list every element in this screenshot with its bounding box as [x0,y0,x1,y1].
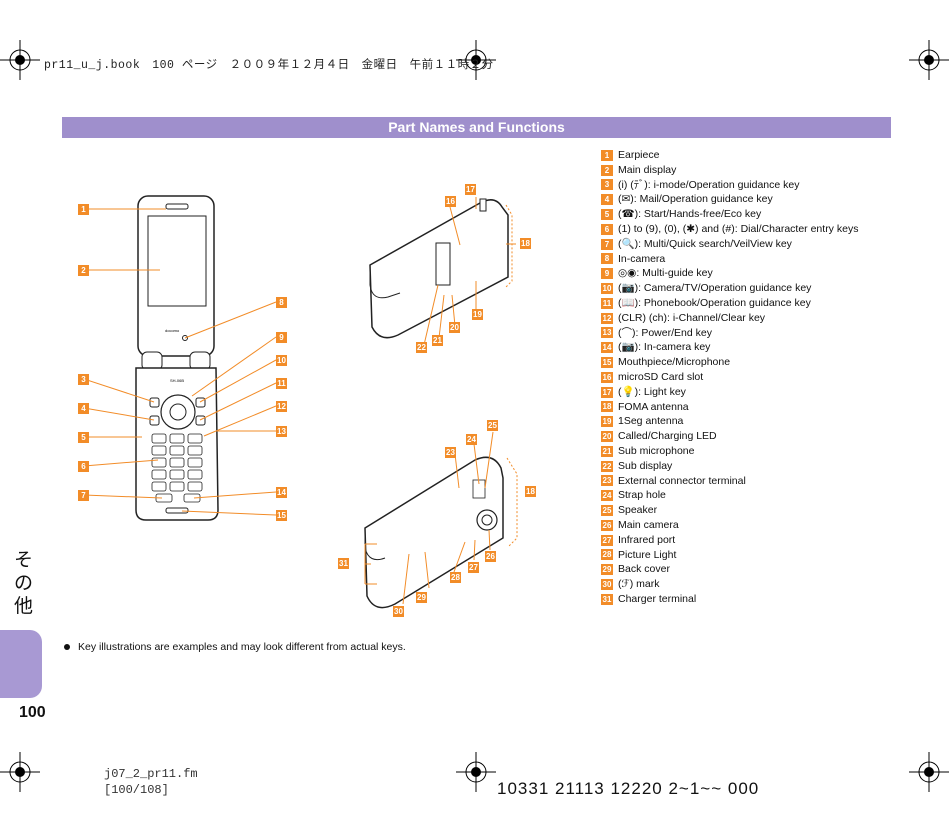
footer-code: 10331 21113 12220 2~1~~ 000 [497,779,760,798]
callout-12: 12 [276,401,287,412]
chapter-tab [0,630,42,698]
callout-10: 10 [276,355,287,366]
callout-19: 19 [472,309,483,320]
registration-mark-bottom-left [0,752,40,792]
callout-20: 20 [449,322,460,333]
closed-phone-back-illustration [364,431,518,609]
callout-25: 25 [487,420,498,431]
callout-30: 30 [393,606,404,617]
callout-24: 24 [466,434,477,445]
bullet-icon [64,644,70,650]
list-item: 3(i) (ﾃﾞ): i-mode/Operation guidance key [601,178,858,193]
callout-7: 7 [78,490,89,501]
chapter-label: そ の 他 [14,549,34,617]
list-item: 4(✉): Mail/Operation guidance key [601,192,858,207]
callout-23: 23 [445,447,456,458]
callout-6: 6 [78,461,89,472]
list-item: 12(CLR) (ch): i-Channel/Clear key [601,311,766,324]
list-item: 7(🔍): Multi/Quick search/VeilView key [601,237,858,252]
print-header: pr11_u_j.book 100 ページ ２００９年１２月４日 金曜日 午前１… [44,59,494,72]
callout-18-back: 18 [525,486,536,497]
callout-22: 22 [416,342,427,353]
section-title: Part Names and Functions [62,117,891,138]
callout-18-front: 18 [520,238,531,249]
callout-27: 27 [468,562,479,573]
registration-mark-top-right [909,40,949,80]
callout-8: 8 [276,297,287,308]
list-item: 13(⌒): Power/End key [601,326,712,339]
list-item: 5(☎): Start/Hands-free/Eco key [601,207,858,222]
closed-phone-front-illustration [369,197,516,346]
open-phone-illustration: docomo SH-06B [83,195,277,521]
callout-28: 28 [450,572,461,583]
registration-mark-top-left [0,40,40,80]
footer-file-info: j07_2_pr11.fm [100/108] [104,767,198,797]
list-item: 11(📖): Phonebook/Operation guidance key [601,296,811,309]
registration-mark-bottom-right [909,752,949,792]
registration-mark-top-center [456,40,496,80]
callout-26: 26 [485,551,496,562]
callout-11: 11 [276,378,287,389]
list-item: 14(📷): In-camera key [601,341,711,354]
callout-2: 2 [78,265,89,276]
callout-21: 21 [432,335,443,346]
callout-3: 3 [78,374,89,385]
callout-5: 5 [78,432,89,443]
callout-4: 4 [78,403,89,414]
list-item: 17(💡): Light key [601,385,686,398]
model-label: SH-06B [170,378,184,383]
list-item: 6(1) to (9), (0), (✱) and (#): Dial/Char… [601,222,858,237]
page-number: 100 [19,704,46,721]
list-item: 30(ℱ) mark [601,578,660,591]
callout-17: 17 [465,184,476,195]
registration-mark-bottom-center [456,752,496,792]
callout-16: 16 [445,196,456,207]
footnote: Key illustrations are examples and may l… [64,641,406,653]
brand-label: docomo [165,328,180,333]
callout-13: 13 [276,426,287,437]
callout-1: 1 [78,204,89,215]
callout-31: 31 [338,558,349,569]
callout-15: 15 [276,510,287,521]
callout-29: 29 [416,592,427,603]
callout-14: 14 [276,487,287,498]
list-item: 10(📷): Camera/TV/Operation guidance key [601,282,812,295]
list-item: 9◎◉: Multi-guide key [601,266,858,281]
callout-9: 9 [276,332,287,343]
